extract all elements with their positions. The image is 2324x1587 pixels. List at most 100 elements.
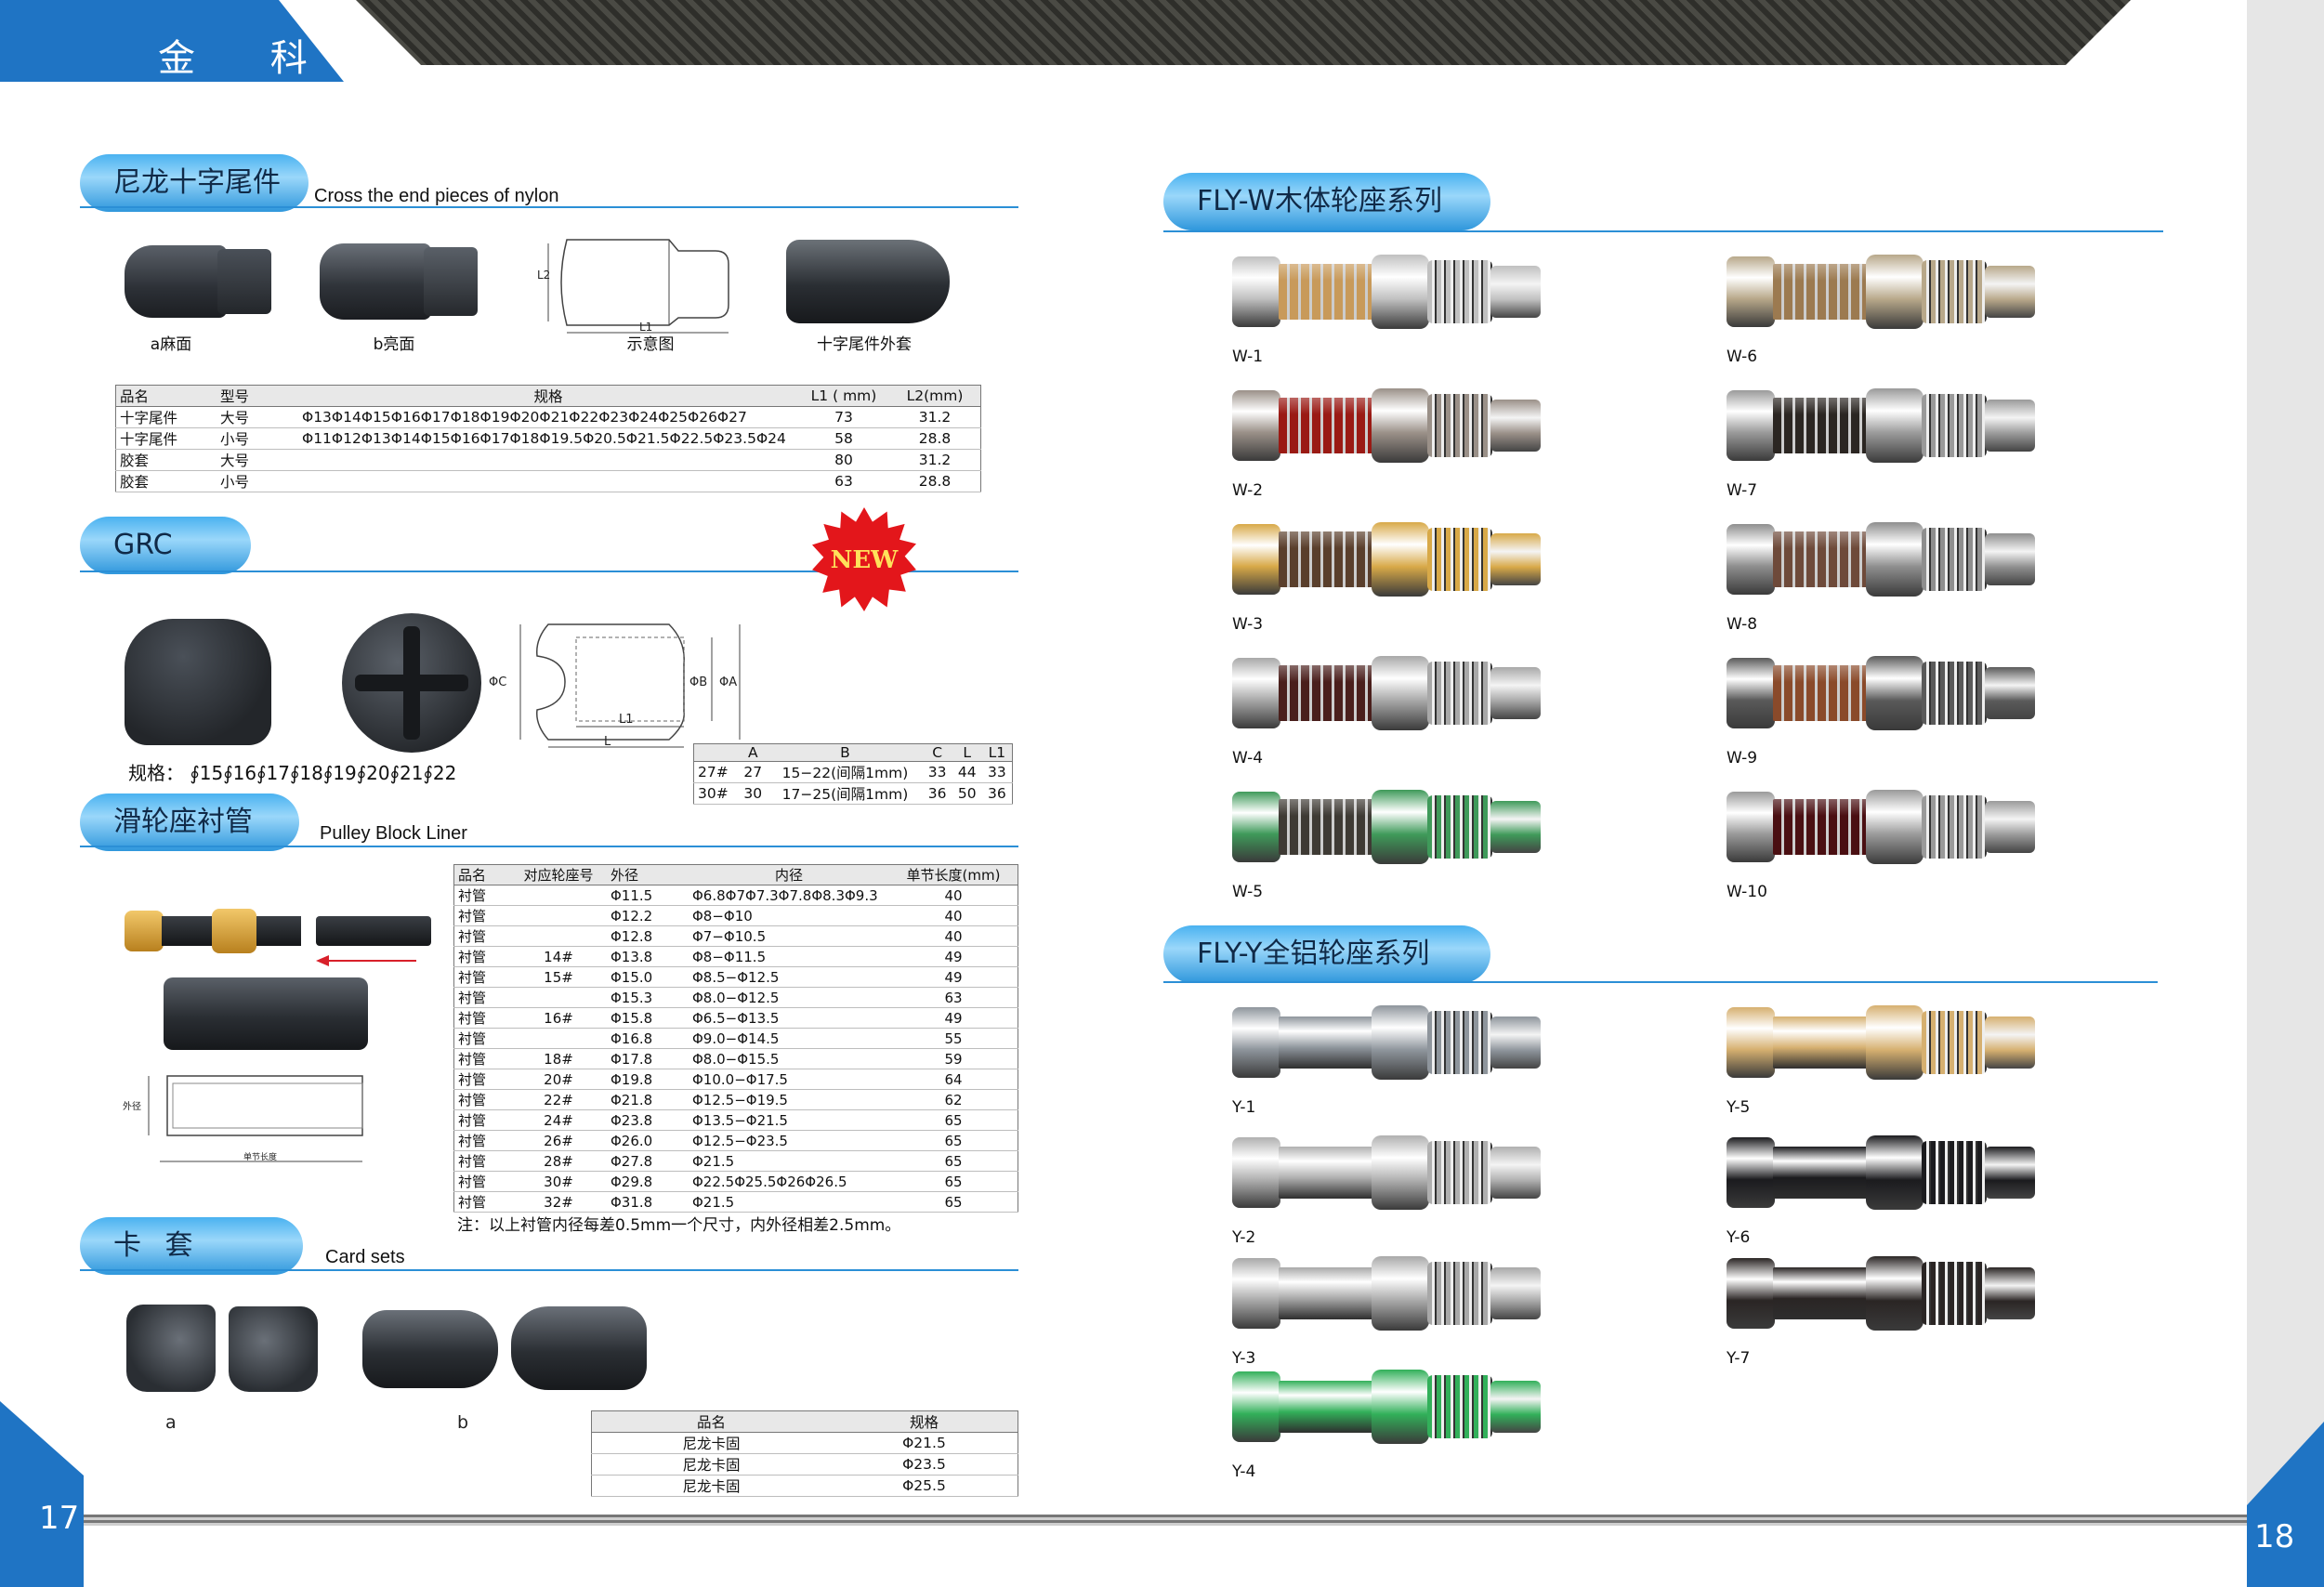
dim-l2: L2 bbox=[537, 269, 550, 282]
table-cell: 80 bbox=[798, 449, 889, 471]
table-cell: Φ23.5 bbox=[830, 1453, 1018, 1476]
table-cell: 28.8 bbox=[889, 470, 981, 492]
product-label: W-1 bbox=[1232, 348, 1264, 366]
table-cell: Φ12.5−Φ23.5 bbox=[689, 1130, 889, 1151]
table-cell: 18# bbox=[510, 1048, 607, 1069]
section-underline bbox=[80, 1269, 1018, 1271]
table-cell: 十字尾件 bbox=[115, 406, 217, 428]
section-underline bbox=[1163, 981, 2158, 983]
table-cell: 尼龙卡固 bbox=[591, 1453, 831, 1476]
reel-seat-product bbox=[1727, 383, 2042, 485]
grc-end-piece-top bbox=[342, 613, 481, 753]
table-cell: 27 bbox=[738, 761, 768, 783]
product-label: W-9 bbox=[1727, 749, 1758, 767]
reel-seat-product bbox=[1232, 249, 1548, 351]
product-label: Y-2 bbox=[1232, 1228, 1256, 1247]
table-cell: 大号 bbox=[217, 406, 298, 428]
reel-seat-product bbox=[1232, 1130, 1548, 1232]
product-label: W-8 bbox=[1727, 615, 1758, 634]
table-cell: 衬管 bbox=[453, 946, 510, 967]
table-cell: Φ21.8 bbox=[607, 1089, 689, 1110]
carbon-stripe bbox=[356, 0, 2131, 65]
table-cell: 衬管 bbox=[453, 1069, 510, 1090]
dim-outer: 外径 bbox=[123, 1100, 141, 1112]
table-cell: 73 bbox=[798, 406, 889, 428]
table-cell: Φ26.0 bbox=[607, 1130, 689, 1151]
section-title-fly-y: FLY-Y全铝轮座系列 bbox=[1163, 925, 1490, 983]
table-cell: 31.2 bbox=[889, 449, 981, 471]
table-cell: 尼龙卡固 bbox=[591, 1475, 831, 1497]
col-header: 单节长度(mm) bbox=[889, 864, 1018, 885]
table-cell: Φ15.8 bbox=[607, 1007, 689, 1029]
product-label: W-6 bbox=[1727, 348, 1758, 366]
new-badge: NEW bbox=[812, 507, 916, 611]
col-header: L bbox=[952, 743, 982, 762]
table-cell: 尼龙卡固 bbox=[591, 1432, 831, 1454]
product-label: W-4 bbox=[1232, 749, 1264, 767]
page-corner-left: 17 bbox=[0, 1401, 84, 1587]
table-cell: 58 bbox=[798, 427, 889, 450]
card-set-b bbox=[362, 1306, 650, 1392]
reel-seat-product bbox=[1727, 517, 2042, 619]
table-cell: 44 bbox=[952, 761, 982, 783]
page-number-left: 17 bbox=[39, 1500, 80, 1537]
table-cell: 31.2 bbox=[889, 406, 981, 428]
section-subtitle-nylon: Cross the end pieces of nylon bbox=[314, 186, 559, 206]
table-cell: Φ9.0−Φ14.5 bbox=[689, 1028, 889, 1049]
dim-l1: L1 bbox=[619, 713, 634, 727]
caption-glossy: b亮面 bbox=[373, 335, 415, 354]
page-margin-band bbox=[2247, 0, 2324, 1587]
dim-l: L bbox=[604, 735, 611, 749]
table-cell: 十字尾件 bbox=[115, 427, 217, 450]
product-label: W-5 bbox=[1232, 883, 1264, 901]
table-cell: 30# bbox=[693, 782, 739, 805]
col-header: 规格 bbox=[298, 385, 798, 407]
col-header: 规格 bbox=[830, 1410, 1018, 1433]
new-badge-text: NEW bbox=[830, 546, 899, 574]
product-label: Y-6 bbox=[1727, 1228, 1751, 1247]
reel-seat-product bbox=[1232, 1364, 1548, 1466]
table-cell: Φ19.8 bbox=[607, 1069, 689, 1090]
table-cell: 衬管 bbox=[453, 1191, 510, 1213]
table-cell: 49 bbox=[889, 1007, 1018, 1029]
liner-assembly bbox=[125, 903, 431, 959]
table-cell: Φ11.5 bbox=[607, 885, 689, 906]
table-cell bbox=[510, 885, 607, 906]
liner-note: 注：以上衬管内径每差0.5mm一个尺寸，内外径相差2.5mm。 bbox=[457, 1216, 901, 1235]
table-cell bbox=[510, 987, 607, 1008]
table-cell: 59 bbox=[889, 1048, 1018, 1069]
nylon-end-piece-glossy bbox=[320, 238, 478, 321]
table-cell: 衬管 bbox=[453, 1171, 510, 1192]
product-label: W-2 bbox=[1232, 481, 1264, 500]
table-cell: 15# bbox=[510, 966, 607, 988]
table-cell: 32# bbox=[510, 1191, 607, 1213]
table-cell: 20# bbox=[510, 1069, 607, 1090]
nylon-schematic-drawing: L2 L1 bbox=[537, 239, 729, 334]
section-title-fly-w: FLY-W木体轮座系列 bbox=[1163, 173, 1490, 230]
section-underline bbox=[80, 206, 1018, 208]
table-cell: 胶套 bbox=[115, 470, 217, 492]
table-cell: Φ13.8 bbox=[607, 946, 689, 967]
reel-seat-product bbox=[1232, 517, 1548, 619]
dim-l1: L1 bbox=[639, 321, 652, 334]
table-cell: Φ21.5 bbox=[689, 1191, 889, 1213]
dim-c: ΦC bbox=[489, 675, 506, 689]
reel-seat-product bbox=[1232, 1251, 1548, 1353]
table-cell: Φ21.5 bbox=[830, 1432, 1018, 1454]
section-underline bbox=[80, 571, 1018, 572]
col-header: L1 bbox=[981, 743, 1013, 762]
table-cell: Φ17.8 bbox=[607, 1048, 689, 1069]
table-cell: 衬管 bbox=[453, 905, 510, 926]
table-cell: 36 bbox=[981, 782, 1013, 805]
